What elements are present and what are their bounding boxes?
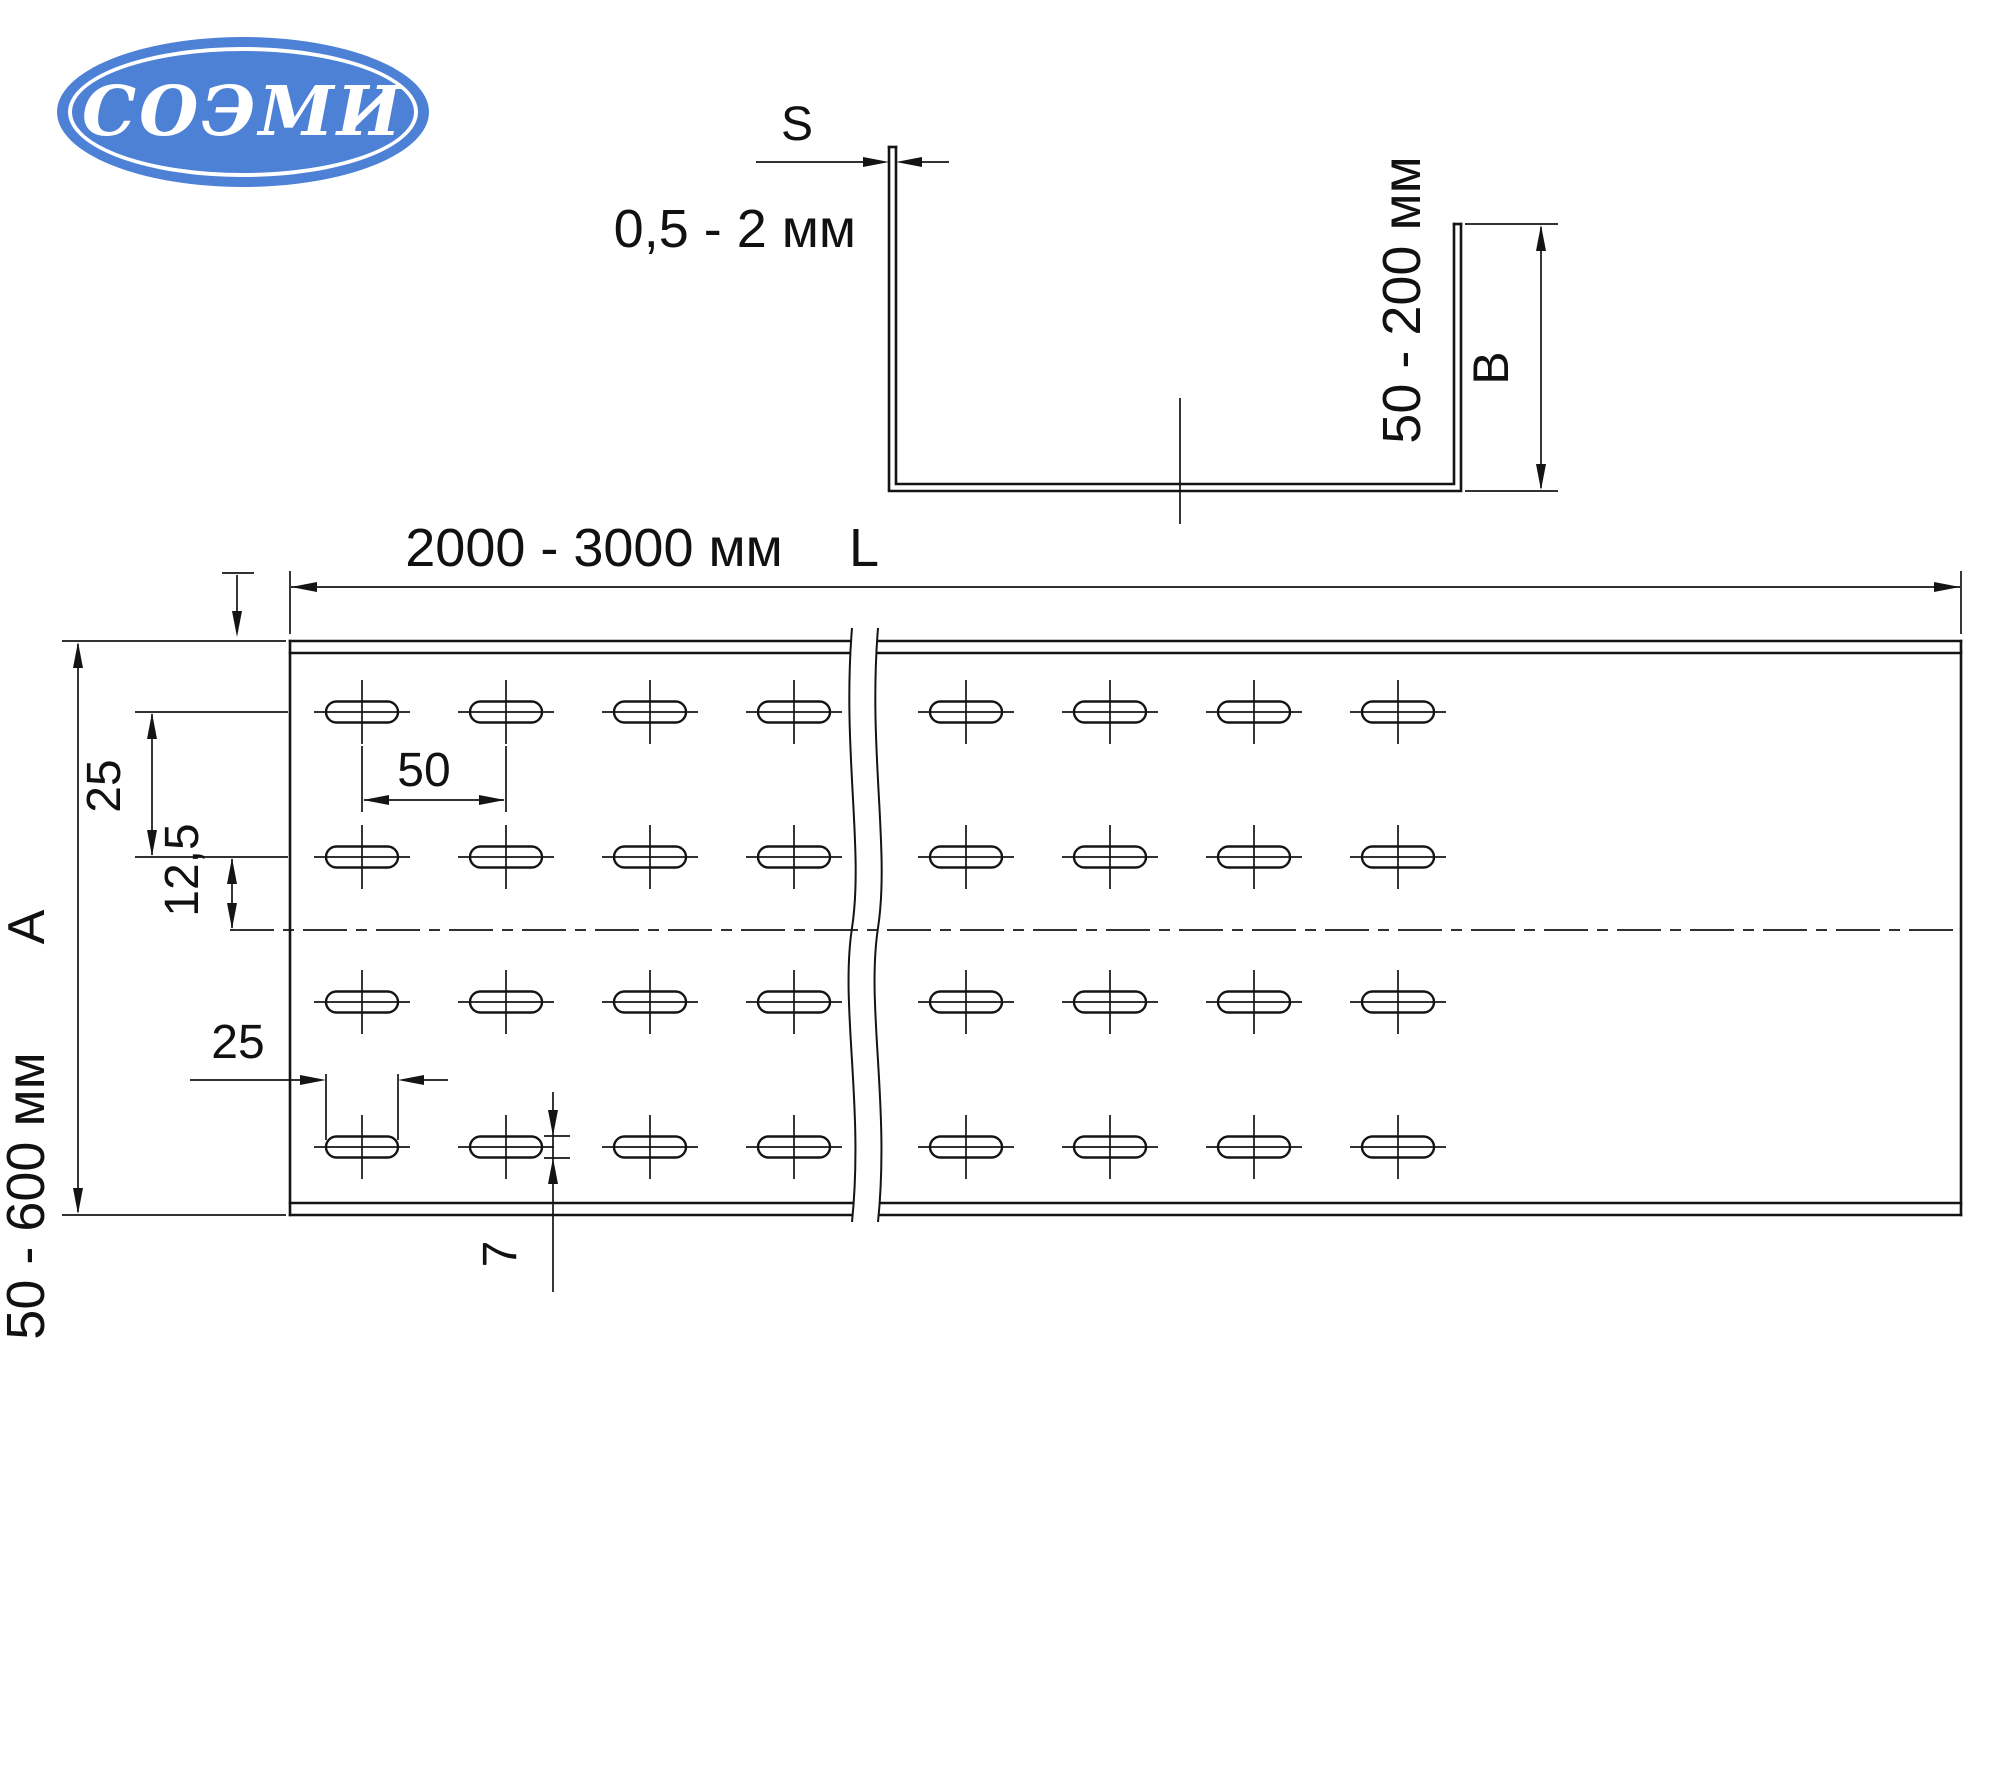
slot-hole — [746, 825, 842, 889]
width-letter: A — [0, 909, 56, 944]
slot-hole — [1350, 680, 1446, 744]
dim-arrow — [232, 611, 242, 637]
length-range-label: 2000 - 3000 мм — [405, 518, 783, 578]
slot-hole — [458, 1115, 554, 1179]
row-spacing-label: 25 — [78, 759, 131, 812]
dim-arrow — [548, 1158, 558, 1184]
dim-arrow — [398, 1075, 424, 1085]
slot-hole — [918, 970, 1014, 1034]
dim-arrow — [548, 1110, 558, 1136]
slot-hole — [602, 825, 698, 889]
slot-hole — [602, 1115, 698, 1179]
slot-hole — [1062, 680, 1158, 744]
break-line-left — [847, 627, 857, 1223]
dim-arrow — [863, 157, 889, 167]
slot-hole — [602, 680, 698, 744]
slot-hole — [1062, 970, 1158, 1034]
slot-hole — [314, 825, 410, 889]
dim-arrow — [73, 642, 83, 668]
slot-hole — [746, 680, 842, 744]
dim-arrow — [479, 795, 505, 805]
slot-hole — [918, 1115, 1014, 1179]
dim-arrow — [1536, 464, 1546, 490]
dim-arrow — [1934, 582, 1960, 592]
slot-hole — [458, 680, 554, 744]
dim-arrow — [1536, 225, 1546, 251]
dim-arrow — [896, 157, 922, 167]
slot-hole — [458, 970, 554, 1034]
slot-hole — [746, 970, 842, 1034]
slot-hole — [918, 825, 1014, 889]
slot-hole — [1062, 1115, 1158, 1179]
width-range-label: 50 - 600 мм — [0, 1052, 56, 1339]
dim-arrow — [227, 858, 237, 884]
dim-arrow — [363, 795, 389, 805]
logo-ellipse: СОЭМИ — [57, 37, 429, 187]
plan-view: 2000 - 3000 мм L 25 12,5 A 50 - 6 — [0, 518, 1963, 1340]
slot-hole — [1206, 825, 1302, 889]
slot-height-label: 7 — [474, 1241, 527, 1268]
slot-hole — [1206, 680, 1302, 744]
slot-hole — [1206, 1115, 1302, 1179]
channel-inner-profile — [894, 145, 1456, 486]
dim-arrow — [147, 830, 157, 856]
slot-hole — [746, 1115, 842, 1179]
dim-arrow — [73, 1188, 83, 1214]
break-gap — [848, 628, 882, 1222]
half-spacing-label: 12,5 — [156, 823, 209, 916]
channel-outer-profile — [887, 145, 1463, 493]
dim-arrow — [291, 582, 317, 592]
slot-hole — [314, 1115, 410, 1179]
slot-length-label: 25 — [211, 1016, 264, 1069]
break-line-right — [873, 627, 883, 1223]
slot-hole — [1062, 825, 1158, 889]
slot-hole — [918, 680, 1014, 744]
cross-section-view: S 0,5 - 2 мм 50 - 200 мм B — [614, 98, 1558, 524]
side-height-range-label: 50 - 200 мм — [1372, 156, 1432, 443]
logo-ring — [68, 47, 418, 177]
slot-pitch-label: 50 — [397, 744, 450, 797]
dim-arrow — [227, 903, 237, 929]
dim-arrow — [300, 1075, 326, 1085]
slot-grid — [314, 680, 1446, 1179]
thickness-label: S — [781, 98, 813, 151]
slot-hole — [458, 825, 554, 889]
slot-hole — [602, 970, 698, 1034]
slot-hole — [1350, 970, 1446, 1034]
slot-hole — [314, 970, 410, 1034]
slot-hole — [1206, 970, 1302, 1034]
slot-hole — [1350, 825, 1446, 889]
thickness-range-label: 0,5 - 2 мм — [614, 199, 856, 259]
side-height-letter: B — [1463, 351, 1519, 384]
slot-hole — [314, 680, 410, 744]
length-letter: L — [849, 518, 879, 578]
slot-hole — [1350, 1115, 1446, 1179]
dim-arrow — [147, 713, 157, 739]
logo-text: СОЭМИ — [82, 72, 404, 152]
